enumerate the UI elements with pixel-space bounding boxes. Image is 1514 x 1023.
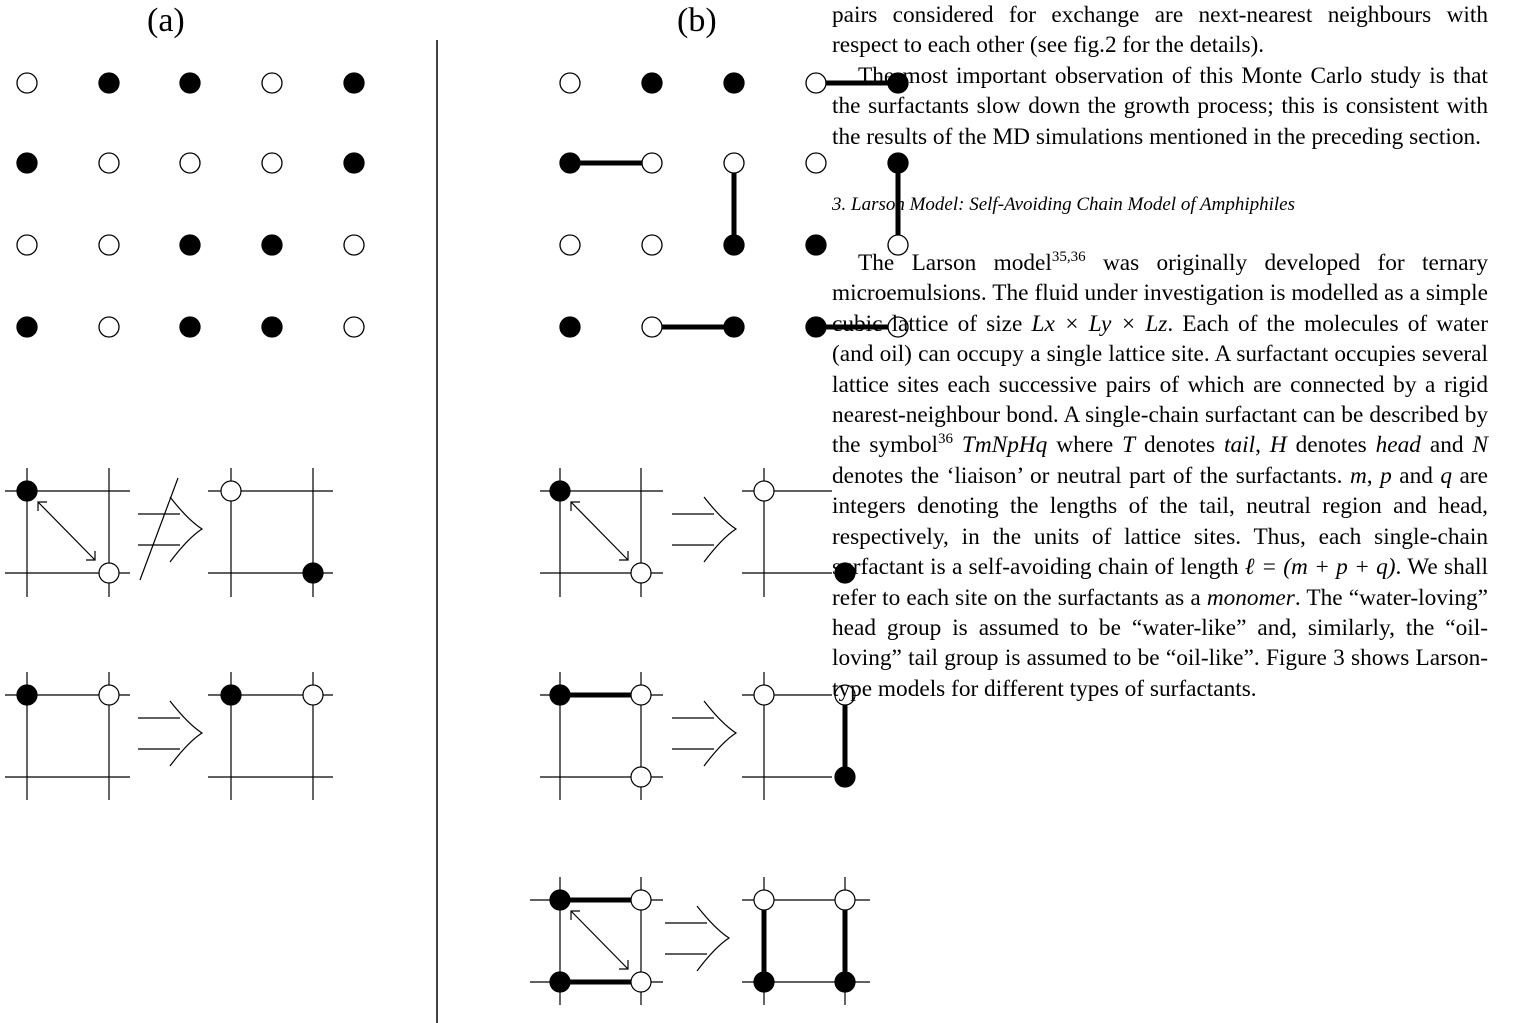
var-p: p (1380, 462, 1392, 489)
p3-text-l: are integers denoting the lengths of the… (832, 462, 1488, 581)
panel-b-lattice (559, 72, 909, 338)
paragraph-larson-model: The Larson model35,36 was originally dev… (832, 248, 1488, 704)
panel-label-a: (a) (147, 2, 185, 39)
word-tail: tail (1224, 432, 1256, 459)
chain-length-expr: ℓ = (m + p + q) (1244, 554, 1396, 581)
citation-36: 36 (937, 431, 953, 448)
var-q: q (1440, 462, 1453, 489)
lattice-size-expr: Lx × Ly × Lz (1031, 310, 1168, 337)
citation-35-36: 35,36 (1051, 249, 1086, 266)
word-head: head (1375, 432, 1421, 459)
panel-a-allowed-move (5, 672, 333, 800)
p3-text-g: denotes (1286, 432, 1376, 459)
surfactant-symbol: TmNpHq (952, 432, 1048, 459)
p3-text-j: , (1366, 462, 1381, 489)
p3-text-mm: . We shall refer to each site on the sur… (832, 554, 1489, 611)
panel-a-forbidden-move (5, 468, 333, 597)
panel-b-move-3 (530, 877, 870, 1005)
panel-b-move-1 (540, 468, 856, 597)
p3-text-k: and (1391, 462, 1441, 489)
section-heading: 3. Larson Model: Self-Avoiding Chain Mod… (832, 194, 1296, 216)
var-m: m (1349, 462, 1367, 489)
p3-text-b: was originally developed for ternary mic… (832, 250, 1488, 337)
panel-a-lattice (16, 72, 365, 338)
p3-text-h: and (1420, 432, 1473, 459)
panel-b-move-2 (540, 672, 856, 800)
symbol-H: H (1269, 432, 1287, 459)
paragraph-continued: pairs considered for exchange are next-n… (832, 2, 1488, 59)
p3-text-a: The Larson model (858, 250, 1052, 277)
paragraph-observation: The most important observation of this M… (832, 62, 1488, 150)
panel-label-b: (b) (677, 2, 717, 39)
symbol-N: N (1472, 432, 1488, 459)
symbol-T: T (1122, 432, 1136, 459)
word-monomer: monomer (1206, 584, 1295, 611)
p3-text-f: , (1255, 432, 1270, 459)
p3-text-e: denotes (1135, 432, 1225, 459)
body-text: pairs considered for exchange are next-n… (832, 0, 1488, 704)
p3-text-c: . Each of the molecules of water (and oi… (832, 310, 1488, 459)
p3-text-d: where (1047, 432, 1123, 459)
p3-text-n: . The “water-loving” head group is assum… (832, 584, 1488, 702)
p3-text-i: denotes the ‘liaison’ or neutral part of… (832, 462, 1350, 489)
